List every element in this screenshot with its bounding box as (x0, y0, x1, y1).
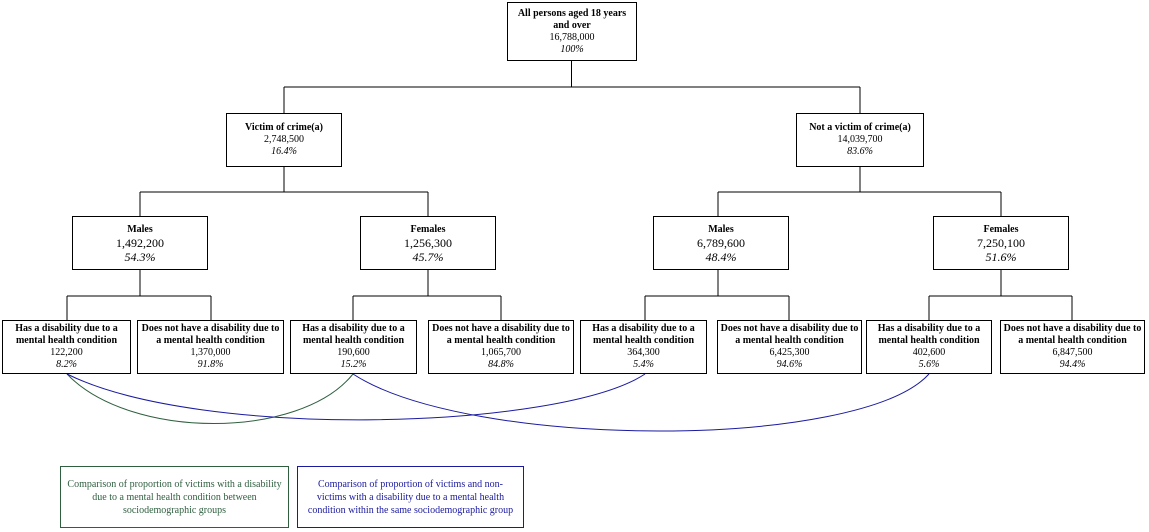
node-title: Not a victim of crime(a) (809, 122, 911, 133)
node-title: Does not have a disability due to a ment… (432, 323, 570, 346)
node-title: Has a disability due to a mental health … (592, 323, 695, 346)
node-percent: 83.6% (847, 146, 873, 157)
blue-legend-box: Comparison of proportion of victims and … (297, 466, 524, 528)
green-legend-box: Comparison of proportion of victims with… (60, 466, 289, 528)
green-comparison-arc (66, 373, 354, 424)
root-node: All persons aged 18 years and over 16,78… (507, 2, 637, 61)
node-title: Females (983, 223, 1019, 235)
nonvictim-males-node: Males 6,789,600 48.4% (653, 216, 789, 270)
leaf-node: Has a disability due to a mental health … (2, 320, 131, 374)
node-value: 1,492,200 (116, 235, 164, 250)
node-title: Males (708, 223, 734, 235)
node-value: 364,300 (627, 347, 660, 358)
node-value: 190,600 (337, 347, 370, 358)
blue-comparison-arc (66, 373, 646, 421)
victim-node: Victim of crime(a) 2,748,500 16.4% (226, 113, 342, 167)
leaf-node: Does not have a disability due to a ment… (428, 320, 574, 374)
node-percent: 45.7% (412, 249, 444, 264)
leaf-node: Does not have a disability due to a ment… (1000, 320, 1145, 374)
non-victim-node: Not a victim of crime(a) 14,039,700 83.6… (796, 113, 924, 167)
leaf-node: Has a disability due to a mental health … (866, 320, 992, 374)
node-percent: 84.8% (488, 359, 514, 370)
node-percent: 48.4% (705, 249, 737, 264)
node-value: 16,788,000 (549, 31, 595, 43)
node-value: 7,250,100 (977, 235, 1025, 250)
nonvictim-females-node: Females 7,250,100 51.6% (933, 216, 1069, 270)
node-percent: 51.6% (985, 249, 1017, 264)
node-title: Has a disability due to a mental health … (15, 323, 118, 346)
node-value: 1,370,000 (190, 347, 231, 358)
node-percent: 91.8% (197, 359, 224, 370)
victim-males-node: Males 1,492,200 54.3% (72, 216, 208, 270)
node-percent: 5.6% (918, 359, 940, 370)
node-title: Males (127, 223, 153, 235)
leaf-node: Has a disability due to a mental health … (580, 320, 707, 374)
node-value: 402,600 (912, 347, 946, 358)
blue-comparison-arc (352, 373, 930, 432)
victim-females-node: Females 1,256,300 45.7% (360, 216, 496, 270)
node-value: 6,789,600 (697, 235, 745, 250)
node-percent: 100% (560, 43, 584, 55)
node-title: Does not have a disability due to a ment… (720, 323, 859, 346)
node-value: 6,425,300 (769, 347, 810, 358)
node-percent: 8.2% (56, 359, 77, 370)
node-title: Victim of crime(a) (245, 122, 323, 133)
node-value: 1,256,300 (404, 235, 452, 250)
node-percent: 94.4% (1059, 359, 1086, 370)
leaf-node: Does not have a disability due to a ment… (717, 320, 862, 374)
node-value: 1,065,700 (481, 347, 521, 358)
node-title: All persons aged 18 years and over (517, 7, 627, 31)
blue-legend-text: Comparison of proportion of victims and … (307, 478, 514, 516)
node-title: Females (410, 223, 446, 235)
node-title: Does not have a disability due to a ment… (141, 323, 280, 346)
node-percent: 94.6% (776, 359, 803, 370)
node-percent: 54.3% (124, 249, 156, 264)
node-percent: 16.4% (271, 146, 297, 157)
node-percent: 5.4% (633, 359, 654, 370)
node-value: 2,748,500 (264, 134, 304, 145)
node-title: Has a disability due to a mental health … (877, 323, 981, 346)
leaf-node: Does not have a disability due to a ment… (137, 320, 284, 374)
node-percent: 15.2% (340, 359, 367, 370)
leaf-node: Has a disability due to a mental health … (290, 320, 417, 374)
node-title: Does not have a disability due to a ment… (1003, 323, 1142, 346)
node-title: Has a disability due to a mental health … (302, 323, 405, 346)
green-legend-text: Comparison of proportion of victims with… (67, 478, 282, 516)
node-value: 6,847,500 (1052, 347, 1093, 358)
node-value: 14,039,700 (837, 134, 883, 145)
node-value: 122,200 (50, 347, 83, 358)
